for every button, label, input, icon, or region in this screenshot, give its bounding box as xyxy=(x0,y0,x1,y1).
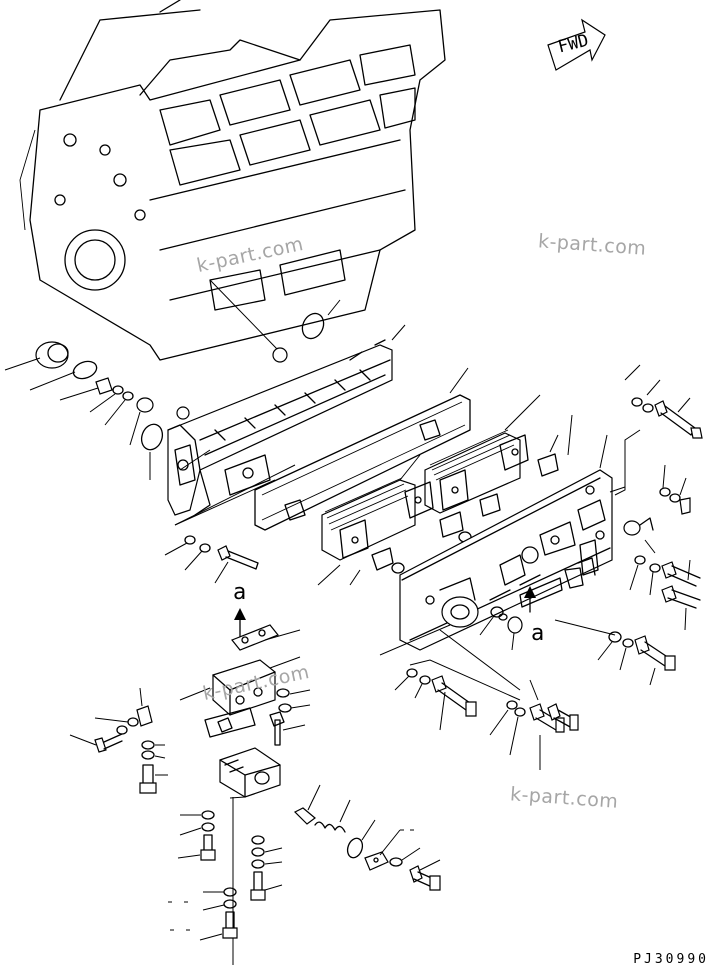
housing-bolts xyxy=(164,464,296,584)
lower-bolts xyxy=(394,668,579,770)
gasket-plate xyxy=(254,367,471,531)
front-plug-parts xyxy=(4,341,164,480)
engine-block xyxy=(19,0,446,363)
view-mark-a-right: a xyxy=(531,621,545,646)
fwd-direction-tag xyxy=(547,18,606,71)
right-bolts xyxy=(597,364,703,686)
cooler-cover xyxy=(399,434,626,651)
view-mark-a-left: a xyxy=(233,580,247,605)
cooler-element-lower xyxy=(317,454,501,586)
cooler-element-upper xyxy=(424,394,573,514)
cooler-housing xyxy=(167,324,406,516)
reference-ticks xyxy=(168,829,414,931)
view-arrow-right xyxy=(524,586,536,613)
leader-frames xyxy=(174,429,641,701)
drawing-code: PJ30990 xyxy=(633,952,709,967)
cover-small-parts xyxy=(479,517,656,651)
filter-head-assembly xyxy=(69,624,441,965)
